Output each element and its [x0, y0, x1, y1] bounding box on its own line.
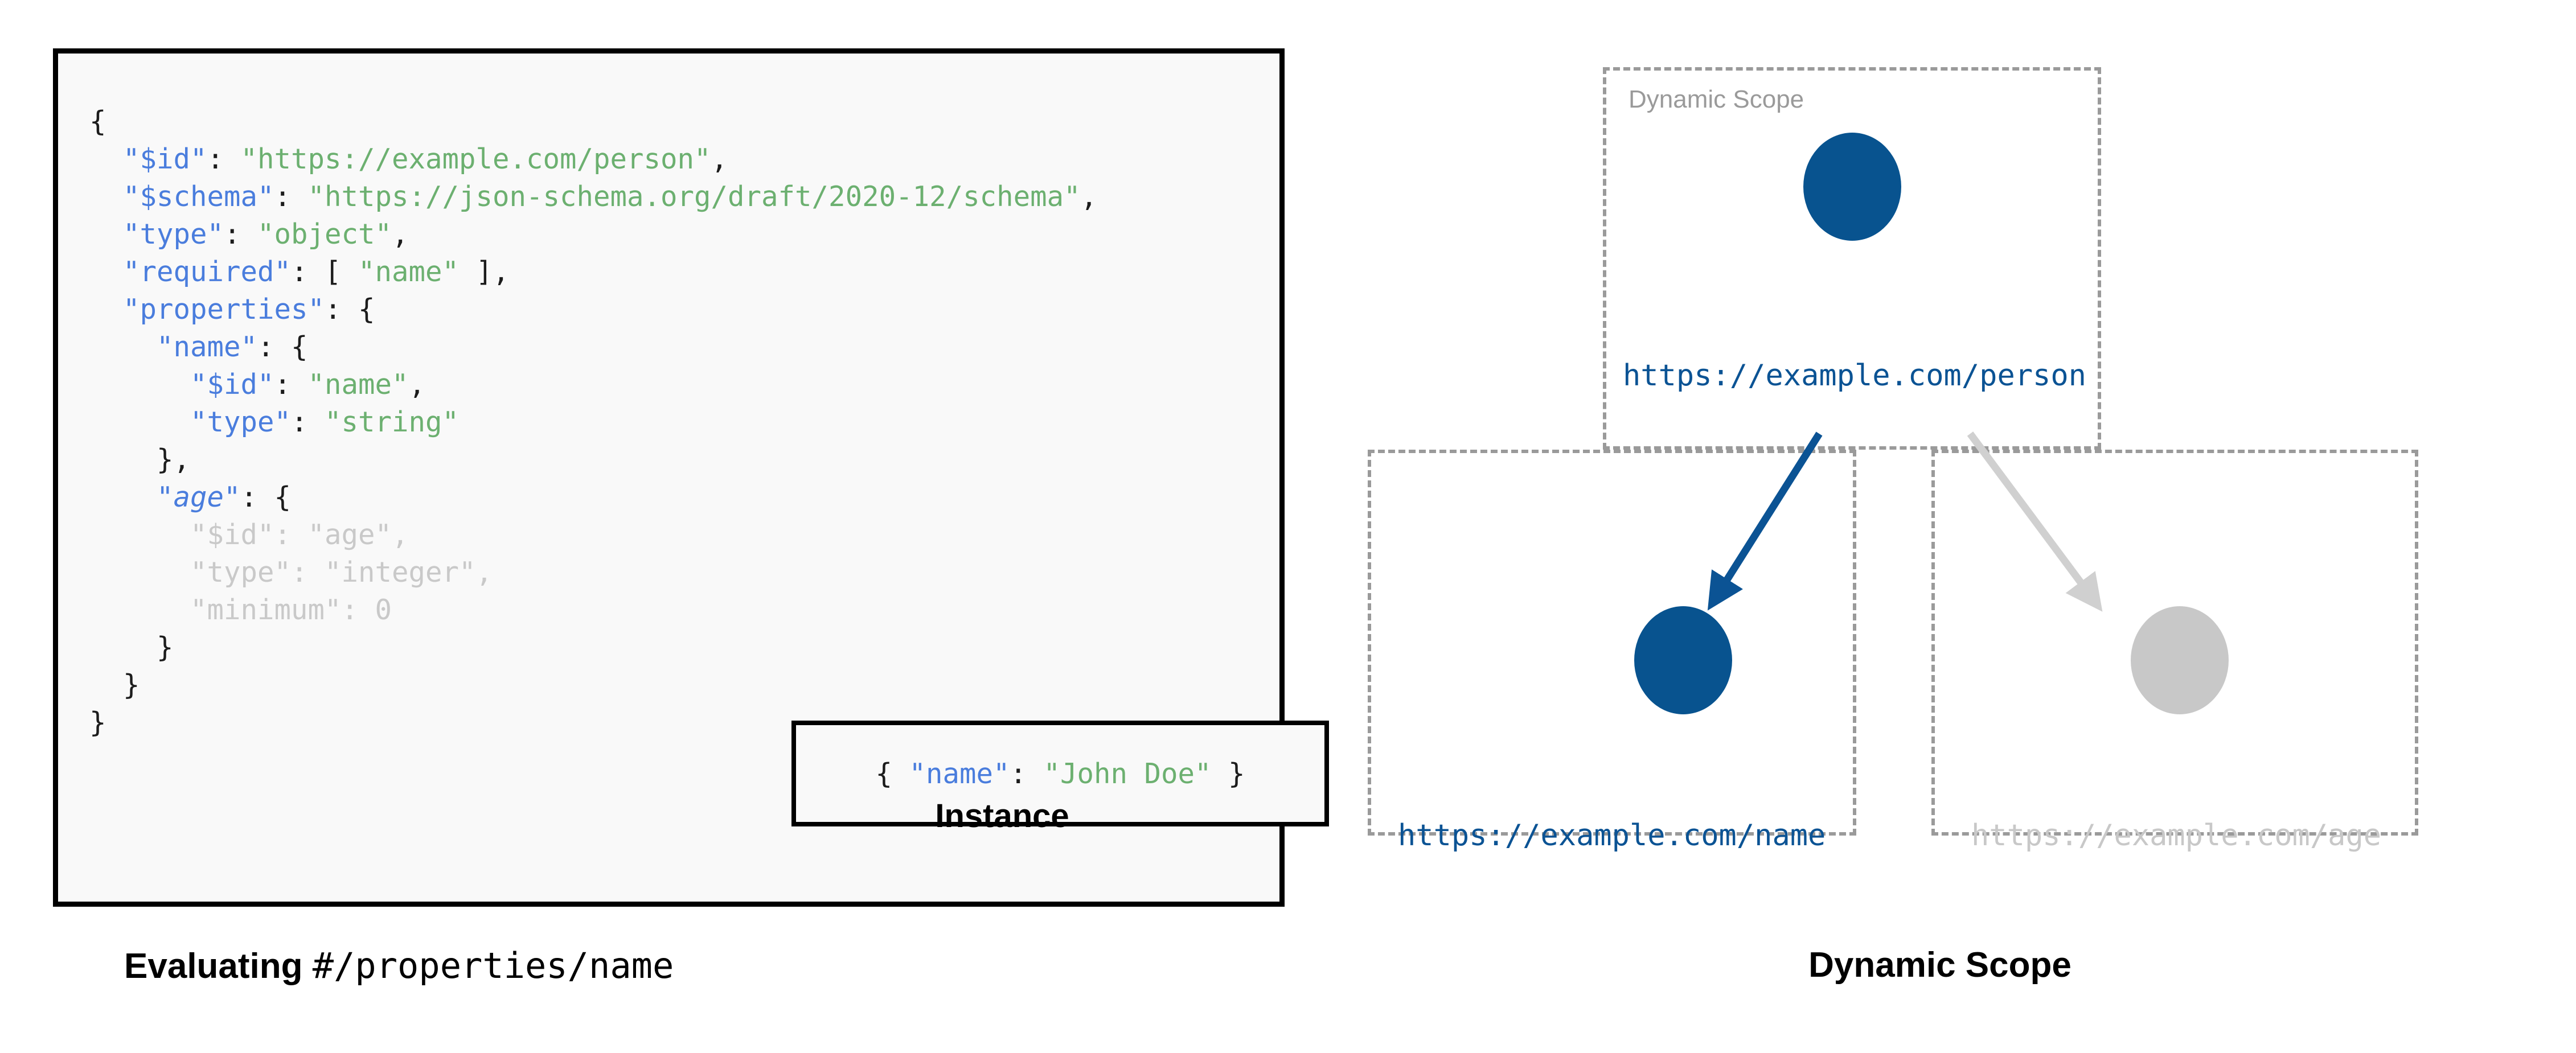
node-label-name: https://example.com/name — [1398, 818, 1826, 853]
dynamic-scope-diagram: Dynamic Scope https://example.com/person… — [1304, 0, 2576, 1053]
instance-code: { "name": "John Doe" } — [875, 757, 1245, 790]
scope-box-age — [1931, 450, 2418, 836]
node-person — [1803, 133, 1901, 241]
instance-box: { "name": "John Doe" } — [791, 721, 1329, 826]
node-label-person: https://example.com/person — [1623, 359, 2086, 393]
evaluating-caption: Evaluating #/properties/name — [53, 945, 1285, 986]
scope-box-name — [1368, 450, 1856, 836]
schema-panel: { "$id": "https://example.com/person", "… — [53, 48, 1329, 907]
evaluating-caption-prefix: Evaluating — [124, 947, 313, 986]
dynamic-scope-tag: Dynamic Scope — [1629, 85, 1804, 113]
node-label-age: https://example.com/age — [1971, 818, 2382, 853]
evaluating-caption-pointer: #/properties/name — [312, 945, 674, 986]
node-age — [2131, 606, 2229, 714]
schema-code-block: { "$id": "https://example.com/person", "… — [89, 105, 1098, 739]
dynamic-scope-caption: Dynamic Scope — [1808, 945, 2072, 985]
instance-caption: Instance — [935, 797, 1069, 834]
node-name — [1634, 606, 1732, 714]
scope-box-person — [1603, 67, 2101, 450]
